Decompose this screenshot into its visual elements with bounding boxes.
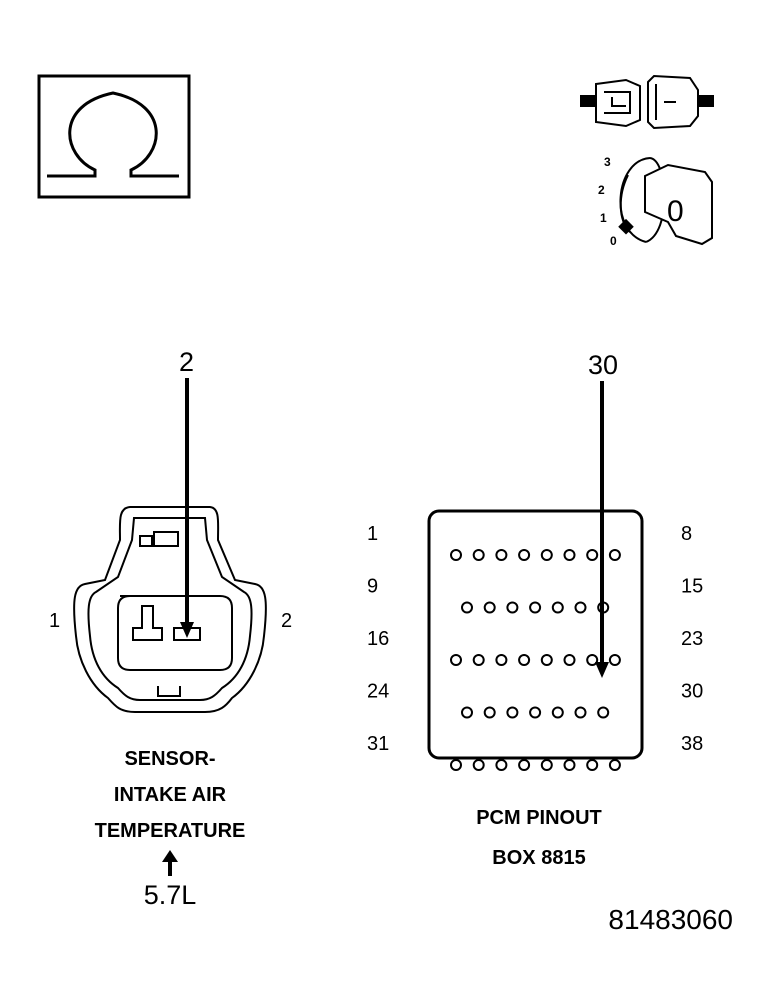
pcm-cavity [586,654,599,666]
pcm-cavity [563,549,576,561]
pcm-row-start-label: 31 [367,733,389,755]
pcm-caption-line1: PCM PINOUT [476,807,602,829]
pcm-row-end-label: 30 [681,681,703,703]
pcm-row-labels: 1 8 9 15 16 23 24 30 31 38 [367,523,703,755]
pcm-row-end-label: 8 [681,523,692,545]
sensor-caption-line3: TEMPERATURE [95,820,246,842]
pcm-cavity [608,549,621,561]
pcm-connector-body [427,509,644,760]
ignition-pos-3: 3 [604,155,611,169]
pcm-cavity [472,759,485,771]
pcm-row-start-label: 24 [367,681,389,703]
pcm-probe-pin-label: 30 [588,350,618,380]
ignition-pos-1: 1 [600,211,607,225]
pcm-cavity [450,549,462,561]
pcm-cavity [586,759,599,771]
pcm-cavity [506,706,519,719]
pcm-cavity [563,654,576,666]
pcm-row-end-label: 15 [681,576,703,598]
pcm-probe-arrow [595,381,609,678]
pcm-cavity [574,601,587,614]
pcm-cavity [450,654,462,666]
pcm-cavity [506,601,519,614]
pcm-cavity [551,706,564,719]
pcm-cavity [529,601,542,614]
pcm-cavity [529,706,542,719]
pcm-cavity [518,759,531,771]
sensor-caption-line2: INTAKE AIR [114,784,227,806]
ignition-key-icon: 3 2 1 0 0 [598,155,713,248]
engine-label: 5.7L [144,880,197,910]
pcm-cavity [495,549,508,561]
pcm-cavity [461,601,473,614]
sensor-connector [73,506,267,713]
pcm-row-start-label: 16 [367,628,389,650]
ignition-pos-0: 0 [610,234,617,248]
pcm-cavity [586,549,599,561]
pcm-cavity [608,654,621,666]
pcm-cavities [450,549,621,771]
pcm-cavity [495,654,508,666]
connector-disconnected-icon [580,74,714,130]
pcm-cavity [540,759,553,771]
pcm-caption-line2: BOX 8815 [492,847,585,869]
pcm-row-start-label: 1 [367,523,378,545]
figure-number: 81483060 [608,904,733,935]
pcm-cavity [461,706,473,719]
sensor-caption-line1: SENSOR- [124,748,215,770]
pcm-row-end-label: 38 [681,733,703,755]
pcm-cavity [551,601,564,614]
sensor-probe-pin-label: 2 [179,347,194,377]
pcm-cavity [518,549,531,561]
up-arrow-icon [162,850,178,876]
pcm-cavity [574,706,587,719]
pcm-cavity [472,654,485,666]
pcm-cavity [518,654,531,666]
ohm-icon [37,74,191,199]
sensor-pin-2-label: 2 [281,610,292,632]
pcm-cavity [483,706,496,719]
pcm-cavity [597,706,610,719]
pcm-cavity [608,759,621,771]
ignition-key-label: 0 [667,195,684,228]
pcm-cavity [495,759,508,771]
pcm-row-start-label: 9 [367,576,378,598]
pcm-cavity [472,549,485,561]
sensor-pin-1-label: 1 [49,610,60,632]
pcm-row-end-label: 23 [681,628,703,650]
pcm-cavity [483,601,496,614]
pcm-cavity [563,759,576,771]
pcm-cavity [540,549,553,561]
pcm-cavity [540,654,553,666]
ignition-pos-2: 2 [598,183,605,197]
pcm-cavity [450,759,462,771]
sensor-probe-arrow [180,378,194,638]
